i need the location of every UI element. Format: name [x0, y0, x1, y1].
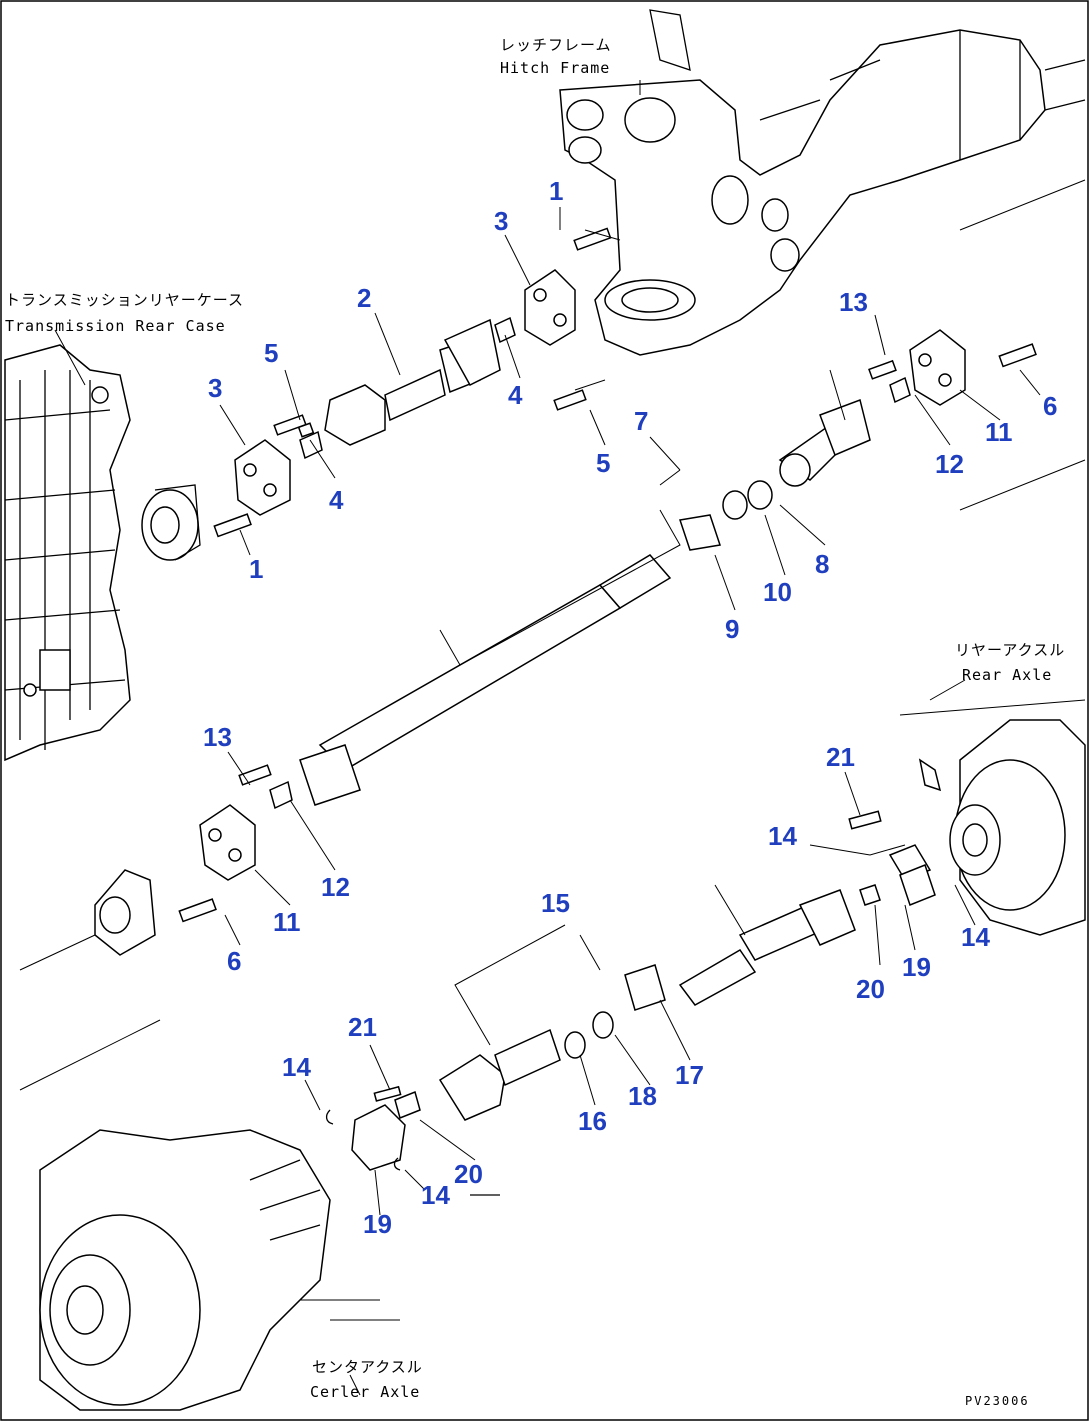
rear-axle-label-en: Rear Axle — [962, 666, 1052, 684]
callout-14: 14 — [282, 1052, 311, 1082]
shaft-7 — [299, 399, 871, 806]
rear-axle-label-jp: リヤーアクスル — [955, 641, 1065, 659]
shaft-15 — [438, 810, 936, 1121]
callout-12: 12 — [321, 872, 350, 902]
callout-1: 1 — [249, 554, 263, 584]
callout-13: 13 — [839, 287, 868, 317]
callout-7: 7 — [634, 406, 648, 436]
callout-19: 19 — [902, 952, 931, 982]
transmission-flange — [141, 484, 201, 561]
flange-middle-left — [19, 869, 156, 971]
callout-17: 17 — [675, 1060, 704, 1090]
callout-3: 3 — [208, 373, 222, 403]
callout-11: 11 — [985, 417, 1013, 447]
shaft-2 — [297, 318, 501, 446]
hitch-frame-label-jp: レッチフレーム — [500, 36, 612, 54]
hitch-frame-drawing — [559, 9, 1086, 511]
callout-8: 8 — [815, 549, 829, 579]
spider-upper-right — [494, 227, 612, 411]
callout-20: 20 — [856, 974, 885, 1004]
spider-mid-left — [178, 764, 293, 923]
callout-14: 14 — [421, 1180, 450, 1210]
callout-10: 10 — [763, 577, 792, 607]
transmission-case-label-en: Transmission Rear Case — [5, 317, 226, 335]
spider-lower-left — [325, 1085, 421, 1171]
callout-3: 3 — [494, 206, 508, 236]
callout-19: 19 — [363, 1209, 392, 1239]
callout-13: 13 — [203, 722, 232, 752]
callout-group: 1 3 2 4 5 3 5 4 1 13 6 11 12 7 8 10 9 13… — [203, 176, 1057, 1239]
callout-5: 5 — [596, 448, 610, 478]
callout-21: 21 — [348, 1012, 377, 1042]
transmission-case-label-jp: トランスミッションリヤーケース — [5, 291, 244, 309]
callout-1: 1 — [549, 176, 563, 206]
drawing-code: PV23006 — [965, 1394, 1030, 1408]
callout-16: 16 — [578, 1106, 607, 1136]
center-axle-label-jp: センタアクスル — [312, 1358, 423, 1376]
callout-12: 12 — [935, 449, 964, 479]
callout-18: 18 — [628, 1081, 657, 1111]
callout-9: 9 — [725, 614, 739, 644]
callout-6: 6 — [227, 946, 241, 976]
callout-2: 2 — [357, 283, 371, 313]
callout-20: 20 — [454, 1159, 483, 1189]
leader-lines — [54, 80, 1041, 1396]
callout-14: 14 — [768, 821, 797, 851]
callout-4: 4 — [329, 485, 344, 515]
callout-15: 15 — [541, 888, 570, 918]
spider-upper-left — [213, 414, 323, 538]
transmission-rear-case-drawing — [4, 344, 131, 762]
callout-6: 6 — [1043, 391, 1057, 421]
center-axle-label-en: Cerler Axle — [310, 1383, 420, 1401]
spider-mid-right — [868, 329, 1037, 406]
callout-11: 11 — [273, 907, 301, 937]
callout-21: 21 — [826, 742, 855, 772]
rear-axle-drawing — [899, 699, 1086, 936]
callout-5: 5 — [264, 338, 278, 368]
hitch-frame-label-en: Hitch Frame — [500, 59, 610, 77]
callout-14: 14 — [961, 922, 990, 952]
callout-4: 4 — [508, 380, 523, 410]
center-axle-drawing — [19, 1019, 400, 1411]
